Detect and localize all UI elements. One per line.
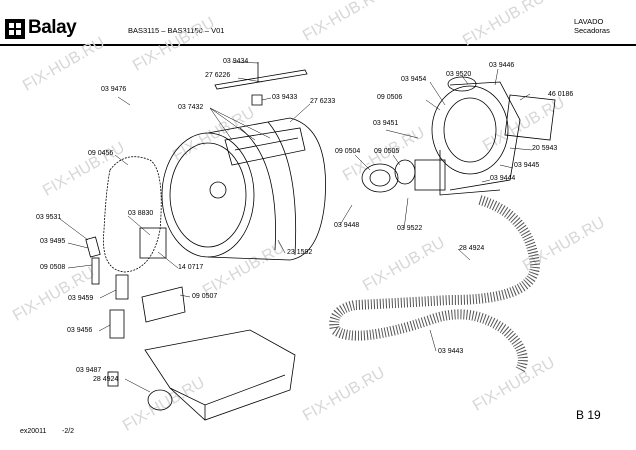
part-label: 03 9459	[68, 295, 94, 302]
part-label: 09 0507	[192, 293, 218, 300]
part-label: 03 9487	[76, 367, 102, 374]
part-label: 03 9434	[223, 58, 249, 65]
part-label: 03 9445	[514, 162, 540, 169]
part-label: 03 7432	[178, 104, 204, 111]
part-label: 09 0505	[374, 148, 400, 155]
part-label: 03 9522	[397, 225, 423, 232]
part-label: 03 9451	[373, 120, 399, 127]
part-label: 20 5943	[532, 145, 558, 152]
drum-drawing	[161, 117, 326, 261]
duct-hose-drawing	[329, 195, 541, 373]
top-bracket-drawing	[214, 62, 308, 106]
doc-code: ex20011	[20, 428, 47, 435]
part-label: 03 9476	[101, 86, 127, 93]
part-label: 28 4924	[93, 376, 119, 383]
part-label: 03 9456	[67, 327, 93, 334]
brand-name: Balay	[28, 17, 77, 38]
category-label: LAVADO	[574, 17, 604, 26]
door-switch-drawing	[85, 227, 186, 339]
part-label: 03 9446	[489, 62, 515, 69]
model-title: BAS3115 – BAS31150 – V01	[128, 26, 225, 35]
part-label: 14 0717	[178, 264, 204, 271]
part-label: 03 9454	[401, 76, 427, 83]
fan-housing-drawing	[431, 76, 556, 196]
door-seal-ring-drawing	[103, 156, 162, 273]
part-label: 23 1592	[287, 249, 313, 256]
part-label: 09 0504	[335, 148, 361, 155]
header-rule	[0, 44, 636, 46]
part-label: 03 9448	[334, 222, 360, 229]
part-label: 03 9495	[40, 238, 66, 245]
part-label: 03 9520	[446, 71, 472, 78]
part-label: 27 6233	[310, 98, 336, 105]
part-label: 03 8830	[128, 210, 154, 217]
subcategory-label: Secadoras	[574, 26, 610, 35]
part-label: 03 9443	[438, 348, 464, 355]
leader-lines	[59, 61, 533, 393]
part-label: 03 9433	[272, 94, 298, 101]
part-label: 09 0506	[377, 94, 403, 101]
base-plate-drawing	[107, 329, 296, 421]
part-label: 03 9531	[36, 214, 62, 221]
part-label: 28 4924	[459, 245, 485, 252]
part-label: 09 0508	[40, 264, 66, 271]
section-code: B 19	[576, 408, 601, 422]
part-label: 09 0456	[88, 150, 114, 157]
fan-wheel-drawing	[361, 159, 446, 193]
part-label: 46 0186	[548, 91, 574, 98]
part-label: 03 9444	[490, 175, 516, 182]
part-label: 27 6226	[205, 72, 231, 79]
page-number: -2/2	[62, 428, 75, 435]
balay-logo	[5, 19, 25, 39]
